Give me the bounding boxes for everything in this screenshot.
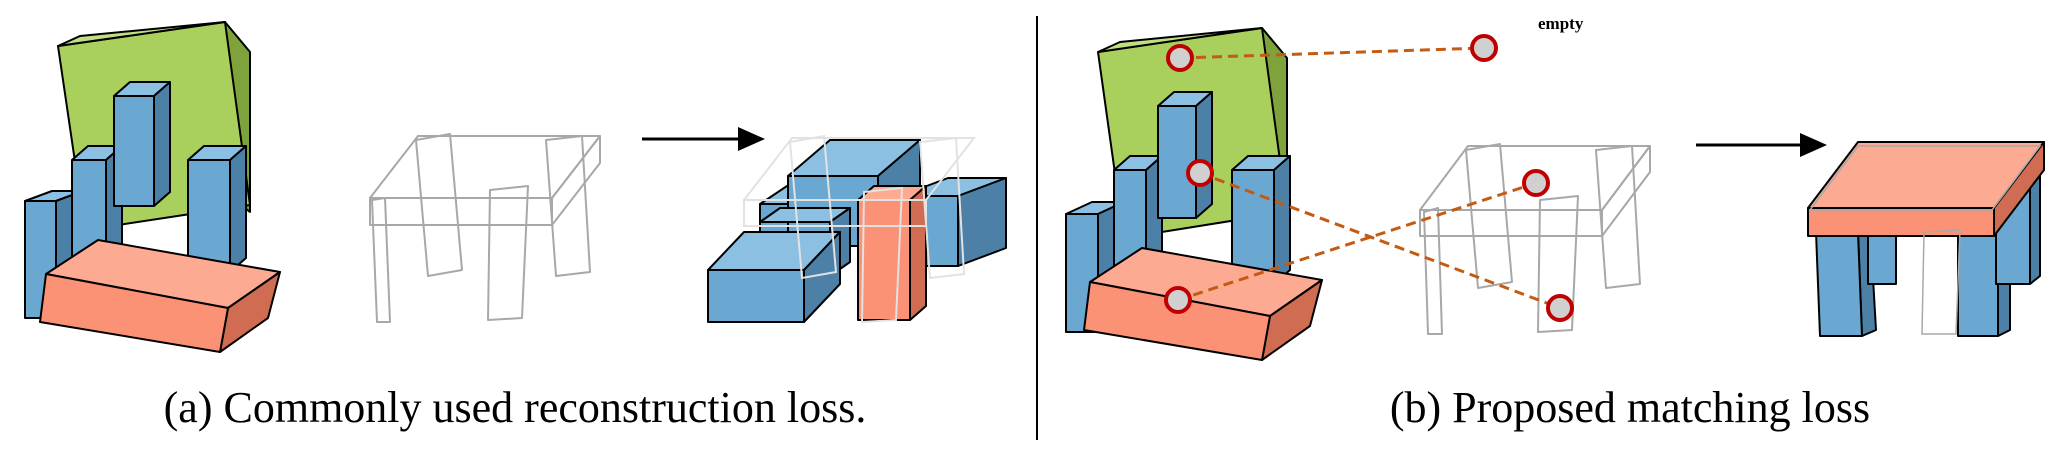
match-point	[1166, 44, 1194, 72]
salmon-slab-face	[39, 273, 229, 353]
match-point	[1164, 286, 1192, 314]
match-point	[1470, 34, 1498, 62]
empty-label: empty	[1538, 14, 1584, 33]
result-wireframe-b	[1808, 145, 2042, 335]
green-panel-top	[57, 21, 226, 47]
input-shape-b	[1065, 27, 1323, 361]
matching-points	[1164, 34, 1574, 322]
match-point	[1186, 159, 1214, 187]
target-wireframe-a	[369, 133, 601, 323]
blue-tall-face	[113, 95, 155, 207]
result-wireframe-a	[741, 134, 977, 324]
caption-panel-b: (b) Proposed matching loss	[1389, 383, 1871, 432]
result-shape-b	[1807, 141, 2045, 337]
matching-lines	[1177, 46, 1561, 310]
panel-b	[1065, 27, 2045, 361]
blue-box-right-side	[229, 145, 247, 273]
blue-box-right-face	[187, 159, 231, 273]
caption-panel-a: (a) Commonly used reconstruction loss.	[163, 383, 867, 432]
target-wireframe-b	[1419, 143, 1651, 335]
match-point	[1546, 294, 1574, 322]
panel-a	[24, 21, 1007, 353]
input-shape-a	[24, 21, 281, 353]
match-point	[1522, 169, 1550, 197]
blue-tall-side	[153, 81, 171, 207]
